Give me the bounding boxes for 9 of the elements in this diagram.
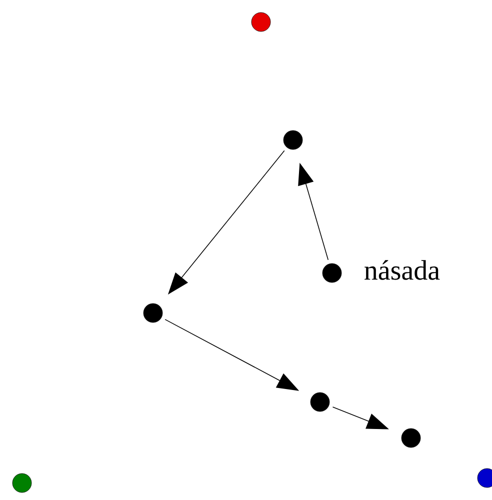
dot <box>322 263 342 283</box>
dot <box>310 392 330 412</box>
dot <box>401 428 421 448</box>
dot <box>251 12 271 32</box>
dot <box>12 473 32 493</box>
dot <box>143 303 163 323</box>
node-label: násada <box>364 260 440 280</box>
dot <box>477 468 492 488</box>
dot <box>283 130 303 150</box>
